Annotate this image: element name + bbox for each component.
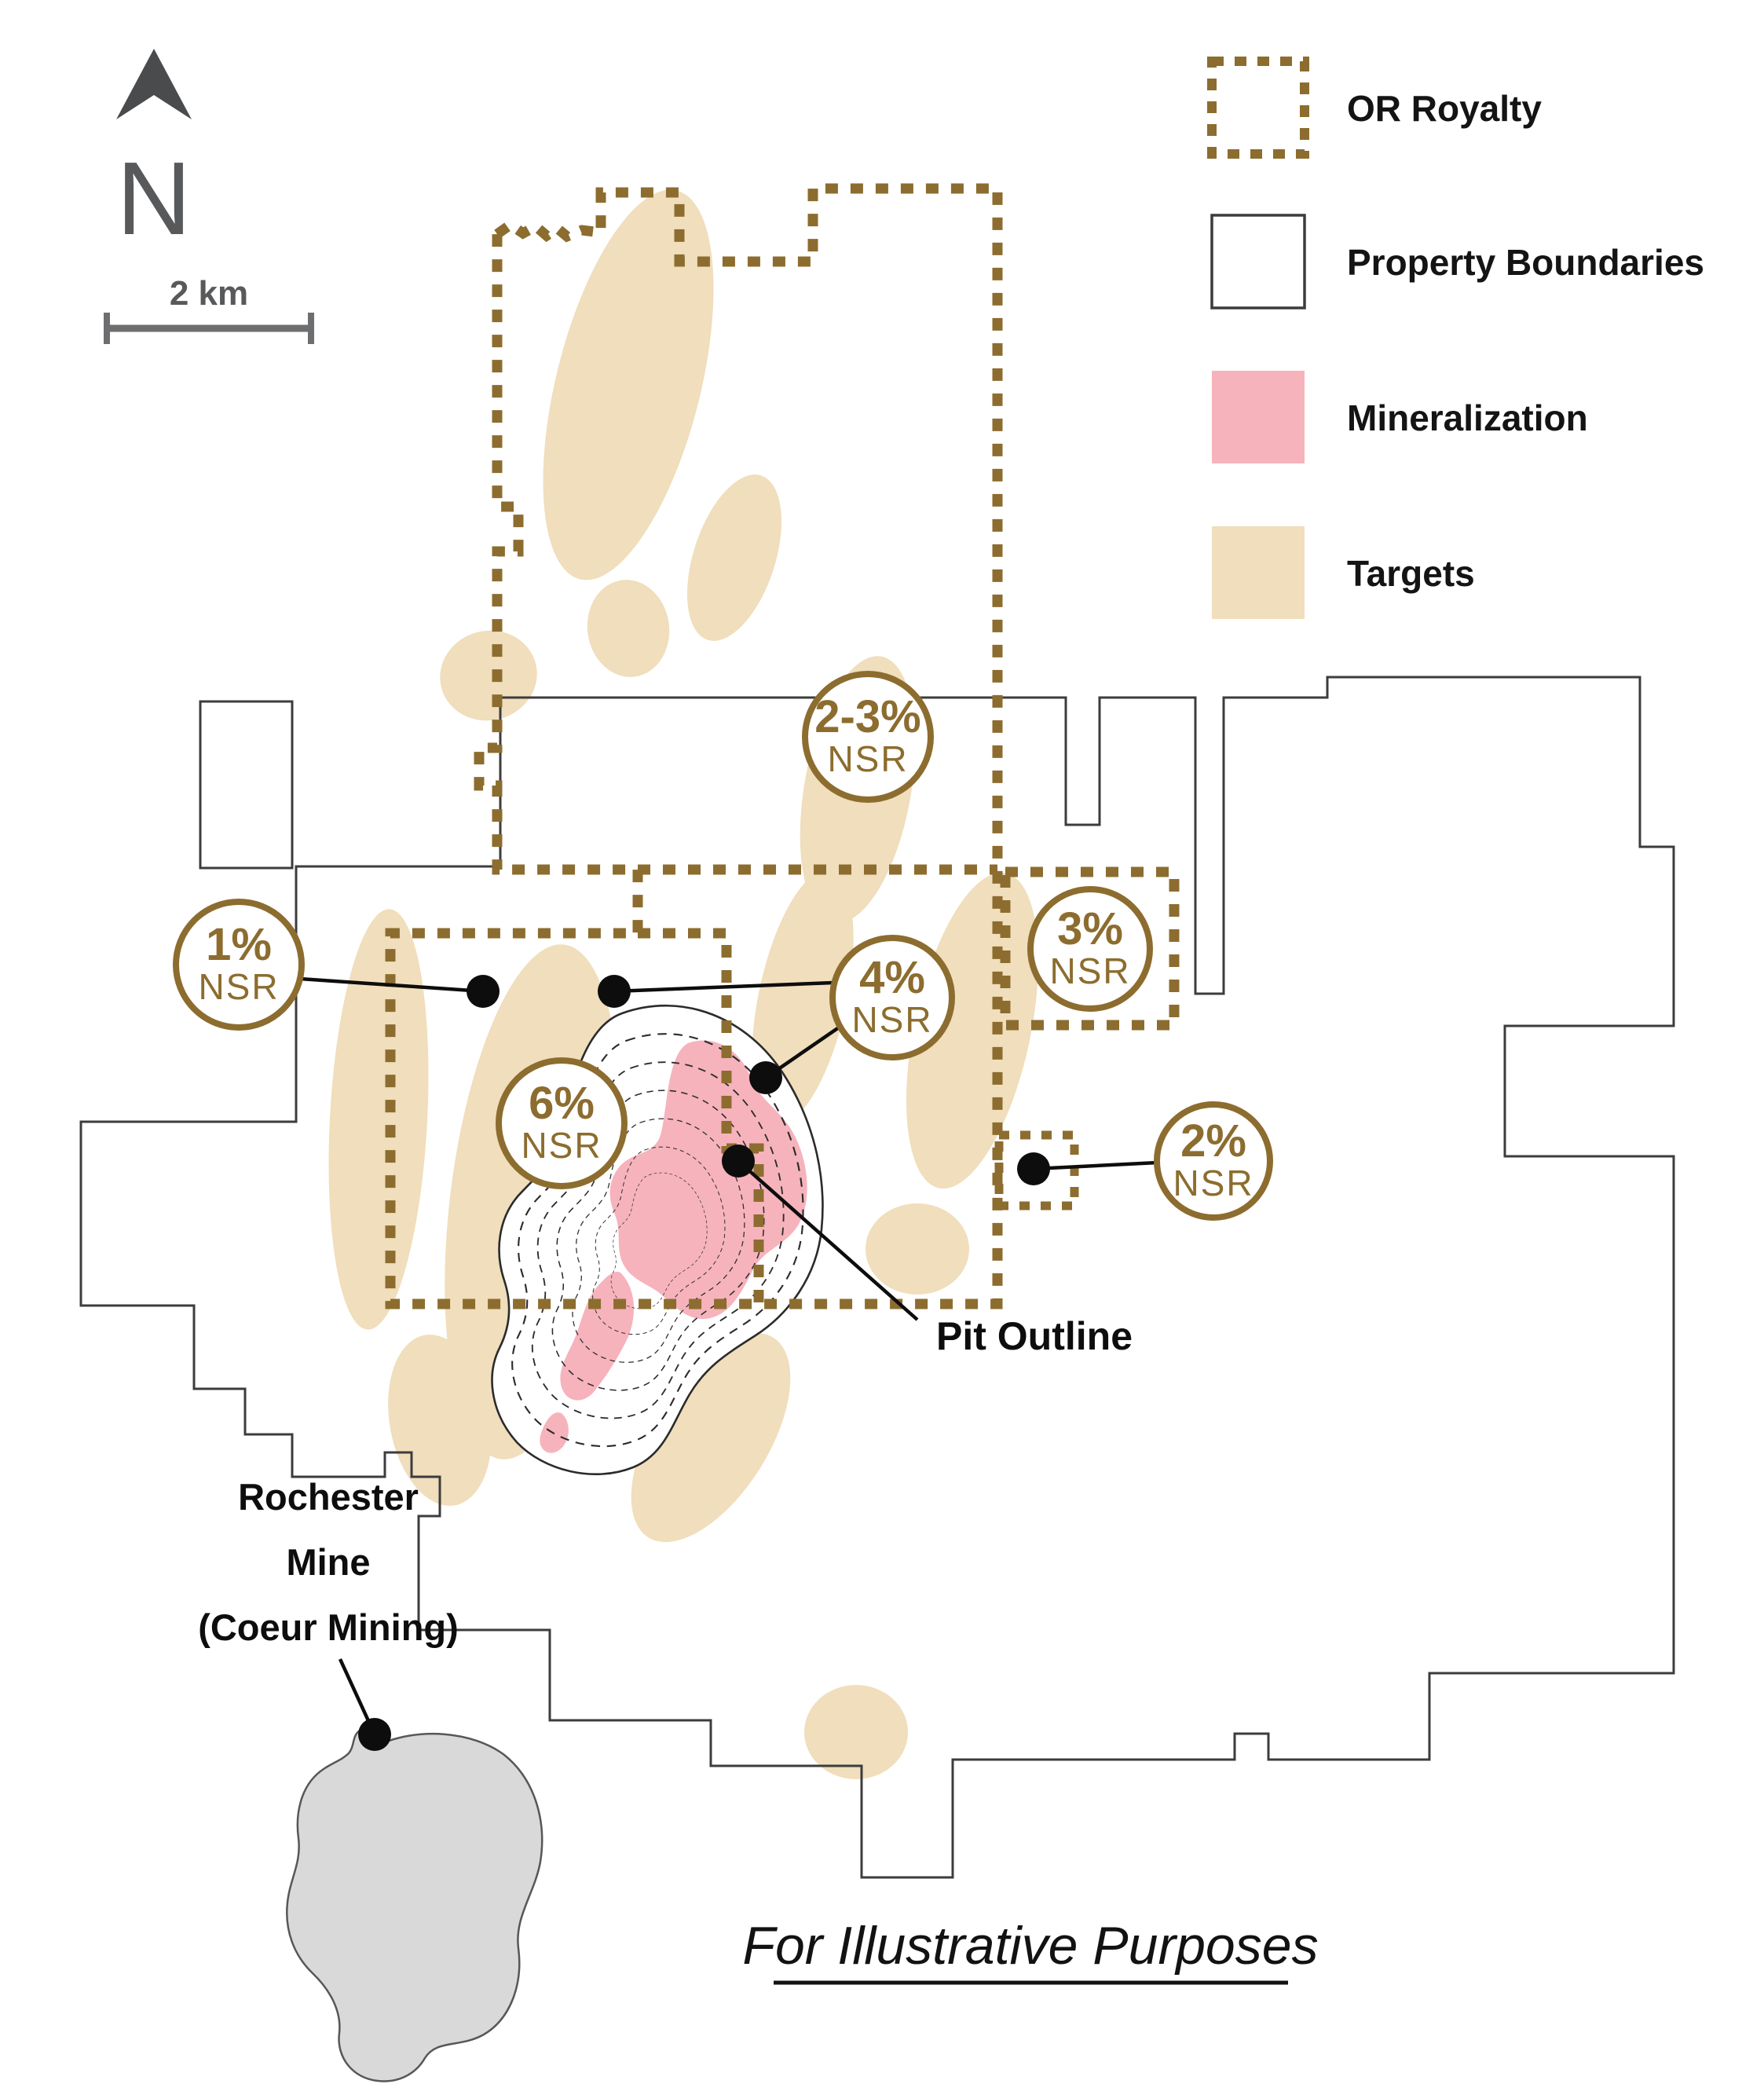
nsr-badge-suffix: NSR — [851, 999, 932, 1040]
targets-swatch-icon — [1212, 526, 1305, 619]
nsr-badge-circle — [1154, 1101, 1273, 1221]
rochester-mine-label: Rochester Mine (Coeur Mining) — [198, 1476, 459, 1648]
scale-bar: 2 km — [104, 274, 314, 344]
nsr-badge-suffix: NSR — [521, 1125, 602, 1166]
target-blob — [631, 1332, 791, 1543]
leader-lines-layer — [299, 975, 1158, 1751]
leader-dot-2pct — [1017, 1152, 1050, 1185]
nsr-badge-3pct: 3% NSR — [1027, 886, 1153, 1012]
nsr-badge-2-3pct: 2-3% NSR — [802, 671, 934, 803]
property-boundary-main — [79, 676, 1675, 1879]
rochester-mine-area — [286, 1727, 543, 2082]
target-blob — [866, 1203, 969, 1295]
pit-outline-label: Pit Outline — [936, 1314, 1133, 1358]
or-royalty-boundary-2pct — [994, 1130, 1079, 1210]
legend: OR Royalty Property Boundaries Mineraliz… — [1207, 57, 1704, 619]
legend-item-targets: Targets — [1212, 526, 1475, 619]
target-blob — [328, 909, 429, 1330]
nsr-badge-value: 6% — [529, 1078, 595, 1129]
nsr-badge-suffix: NSR — [827, 738, 908, 779]
or-royalty-layer — [385, 183, 1180, 1309]
nsr-badge-value: 1% — [206, 919, 272, 970]
nsr-badge-4pct: 4% NSR — [829, 935, 955, 1060]
nsr-badge-6pct: 6% NSR — [496, 1057, 628, 1189]
target-blob — [752, 870, 854, 1125]
nsr-badge-circle — [173, 899, 305, 1031]
leader-dot-4pct-b — [749, 1061, 782, 1094]
compass-letter: N — [116, 141, 191, 256]
nsr-badge-value: 2% — [1180, 1115, 1246, 1167]
legend-item-label: Property Boundaries — [1347, 242, 1704, 283]
mine-label-line2: Mine — [286, 1541, 370, 1583]
target-blob — [804, 1685, 908, 1779]
disclaimer-text: For Illustrative Purposes — [742, 1916, 1318, 1976]
nsr-badge-circle — [802, 671, 934, 803]
north-arrow-icon — [116, 49, 192, 119]
compass: N — [116, 49, 192, 256]
nsr-badge-value: 3% — [1057, 903, 1123, 954]
nsr-badge-circle — [1027, 886, 1153, 1012]
property-boundaries-layer — [79, 676, 1675, 1879]
nsr-badge-circle — [829, 935, 955, 1060]
leader-line-pit — [737, 1159, 919, 1321]
leader-dot-4pct-a — [598, 975, 631, 1008]
leader-line-4pct-a — [613, 980, 834, 994]
legend-item-property-boundaries: Property Boundaries — [1210, 214, 1704, 309]
leader-dot-pit — [722, 1145, 755, 1178]
nsr-badge-suffix: NSR — [1049, 950, 1130, 991]
legend-item-mineralization: Mineralization — [1212, 371, 1588, 463]
nsr-badge-2pct: 2% NSR — [1154, 1101, 1273, 1221]
leader-dot-mine — [358, 1718, 391, 1751]
mine-label-line3: (Coeur Mining) — [198, 1606, 459, 1648]
nsr-badge-value: 2-3% — [814, 691, 920, 742]
leader-dot-1pct — [467, 975, 500, 1008]
mineralization-swatch-icon — [1212, 371, 1305, 463]
legend-item-label: Targets — [1347, 553, 1475, 594]
leader-line-1pct — [299, 976, 484, 994]
legend-item-label: OR Royalty — [1347, 88, 1542, 129]
nsr-badge-1pct: 1% NSR — [173, 899, 305, 1031]
target-blob — [587, 580, 670, 677]
or-royalty-swatch-icon — [1207, 57, 1309, 159]
or-royalty-boundary-3pct — [1000, 866, 1180, 1031]
nsr-badge-suffix: NSR — [198, 966, 279, 1007]
or-royalty-boundary-main — [385, 183, 1003, 1309]
leader-line-2pct — [1033, 1160, 1158, 1171]
scale-bar-label: 2 km — [170, 274, 248, 313]
target-blob — [388, 1335, 492, 1506]
property-boundaries-swatch-icon — [1210, 214, 1306, 309]
target-blob — [686, 474, 782, 641]
property-boundary-parcel — [199, 700, 294, 870]
nsr-badge-circle — [496, 1057, 628, 1189]
disclaimer-note: For Illustrative Purposes — [742, 1916, 1319, 1985]
mine-label-line1: Rochester — [238, 1476, 419, 1518]
target-blob — [440, 630, 537, 721]
or-royalty-divider — [638, 928, 764, 1304]
legend-item-or-royalty: OR Royalty — [1207, 57, 1542, 159]
nsr-badge-value: 4% — [859, 952, 925, 1003]
nsr-badge-suffix: NSR — [1173, 1163, 1253, 1203]
legend-item-label: Mineralization — [1347, 397, 1588, 438]
target-blob — [543, 189, 714, 581]
